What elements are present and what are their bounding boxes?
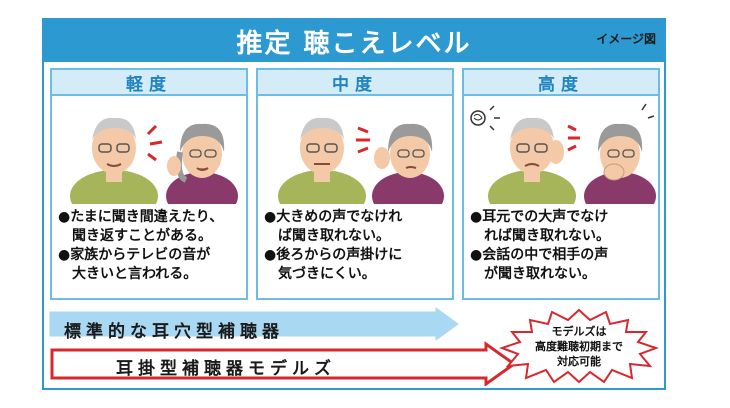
panel-description: ●大きめの声でなけれ ば聞き取れない。 ●後ろからの声掛けに 気づきにくい。 (264, 208, 450, 284)
standard-aid-arrow (49, 307, 459, 341)
elderly-couple-illustration (470, 103, 656, 204)
standard-aid-label: 標準的な耳穴型補聴器 (64, 322, 284, 342)
starburst-line: 対応可能 (557, 355, 601, 368)
starburst-line: モデルズは (551, 325, 607, 338)
panel-title: 高度 (464, 70, 658, 96)
description-line: 気づきにくい。 (278, 266, 376, 282)
description-line: 大きいと言われる。 (72, 266, 198, 282)
image-tag: イメージ図 (596, 32, 656, 46)
panel-description: ●耳元での大声でなけ れば聞き取れない。 ●会話の中で相手の声 が聞き取れない。 (470, 208, 656, 284)
coverage-band: 標準的な耳穴型補聴器 耳掛型補聴器モデルズ モデルズは 高度難聴初期まで 対応可… (46, 306, 662, 386)
models-aid-arrow (50, 341, 517, 386)
models-aid-label: 耳掛型補聴器モデルズ (116, 359, 336, 379)
header-bar: 推定 聴こえレベル イメージ図 (44, 20, 664, 62)
panel-title: 中度 (258, 70, 452, 96)
description-line: ●後ろからの声掛けに (264, 247, 403, 263)
elderly-couple-illustration (70, 117, 238, 204)
description-line: ●大きめの声でなけれ (264, 209, 403, 225)
panel-title: 軽度 (52, 70, 246, 96)
panel-severe: 高度 ●耳元での大声でなけ れば聞き取れない。 ●会話の中で相手の声 (462, 68, 660, 300)
starburst-text: モデルズは 高度難聴初期まで 対応可能 (498, 324, 660, 369)
coverage-arrows (49, 307, 517, 386)
description-line: ば聞き取れない。 (278, 228, 390, 244)
description-line: ●会話の中で相手の声 (470, 247, 609, 263)
hearing-level-chart: 推定 聴こえレベル イメージ図 軽度 ●たまに聞き間違え (42, 18, 666, 390)
description-line: ●家族からテレビの音が (58, 247, 211, 263)
description-line: ●たまに聞き間違えたり、 (58, 209, 224, 225)
description-line: ●耳元での大声でなけ (470, 209, 609, 225)
starburst-badge (499, 308, 659, 384)
elderly-couple-illustration (278, 117, 444, 204)
page-title: 推定 聴こえレベル (236, 28, 472, 59)
starburst-line: 高度難聴初期まで (535, 340, 623, 353)
panel-mild: 軽度 ●たまに聞き間違えたり、 聞き返すことがある。 ●家族からテレ (50, 68, 248, 300)
description-line: 聞き返すことがある。 (72, 228, 212, 244)
panel-description: ●たまに聞き間違えたり、 聞き返すことがある。 ●家族からテレビの音が 大きいと… (58, 208, 244, 284)
panel-moderate: 中度 ●大きめの声でなけれ ば聞き取れない。 ●後ろからの声掛けに 気づきにくい… (256, 68, 454, 300)
description-line: が聞き取れない。 (484, 266, 596, 282)
description-line: れば聞き取れない。 (484, 228, 610, 244)
